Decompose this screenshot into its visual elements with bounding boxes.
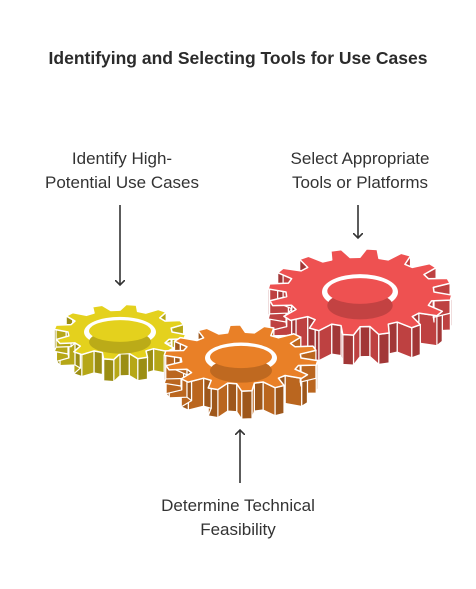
step-label-line: Select Appropriate [290, 149, 430, 168]
gear-red-icon [267, 248, 453, 366]
step-label-line: Feasibility [200, 520, 276, 539]
step-label-line: Identify High- [71, 149, 173, 168]
gear-hole-inner-top [210, 345, 272, 369]
gear-hole-inner-top [89, 320, 151, 342]
gear-orange-icon [163, 324, 319, 420]
step-label-identify: Identify High- Potential Use Cases [22, 147, 222, 195]
gear-side-face [119, 352, 130, 377]
gear-side-face [331, 323, 342, 357]
diagram-title: Identifying and Selecting Tools for Use … [48, 48, 428, 68]
step-label-line: Tools or Platforms [291, 173, 429, 192]
step-label-determine: Determine Technical Feasibility [133, 494, 343, 542]
gear-side-face [411, 324, 421, 359]
gear-side-face [342, 333, 355, 366]
step-label-line: Determine Technical [161, 496, 315, 515]
gear-side-face [227, 382, 238, 413]
step-label-select: Select Appropriate Tools or Platforms [260, 147, 460, 195]
gear-side-face [378, 332, 390, 365]
gear-side-face [274, 384, 285, 417]
gear-side-face [137, 356, 149, 382]
gear-hole-inner-top [327, 278, 393, 304]
gear-side-face [93, 350, 103, 376]
gear-side-face [253, 381, 264, 412]
gear-side-face [284, 374, 303, 408]
gear-side-face [102, 358, 115, 383]
gear-side-face [241, 390, 253, 420]
gear-side-face [359, 325, 371, 358]
step-label-line: Potential Use Cases [44, 173, 200, 192]
